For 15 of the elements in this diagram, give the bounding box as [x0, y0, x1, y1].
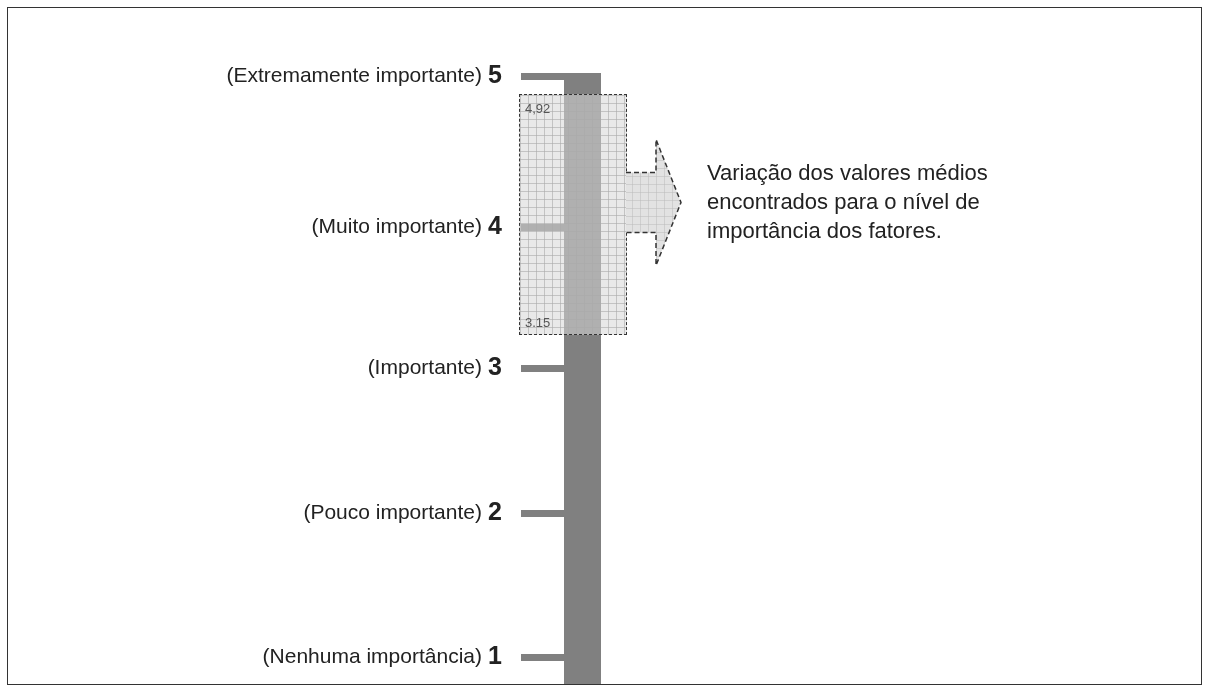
- scale-label: (Extremamente importante): [226, 63, 482, 87]
- scale-label: (Importante): [367, 355, 482, 379]
- block-arrow: [625, 138, 682, 267]
- scale-label: (Muito importante): [311, 214, 482, 238]
- scale-number: 5: [488, 60, 502, 89]
- description-text: Variação dos valores médios encontrados para o nível de importância dos fatores.: [707, 158, 1087, 245]
- dashed-range-box: [519, 94, 627, 335]
- scale-number: 4: [488, 211, 502, 240]
- scale-number: 1: [488, 641, 502, 670]
- scale-label: (Nenhuma importância): [262, 644, 482, 668]
- value-label: 4,92: [525, 101, 551, 116]
- scale-number: 3: [488, 352, 502, 381]
- value-label: 3.15: [525, 315, 551, 330]
- scale-number: 2: [488, 497, 502, 526]
- scale-label: (Pouco importante): [303, 500, 482, 524]
